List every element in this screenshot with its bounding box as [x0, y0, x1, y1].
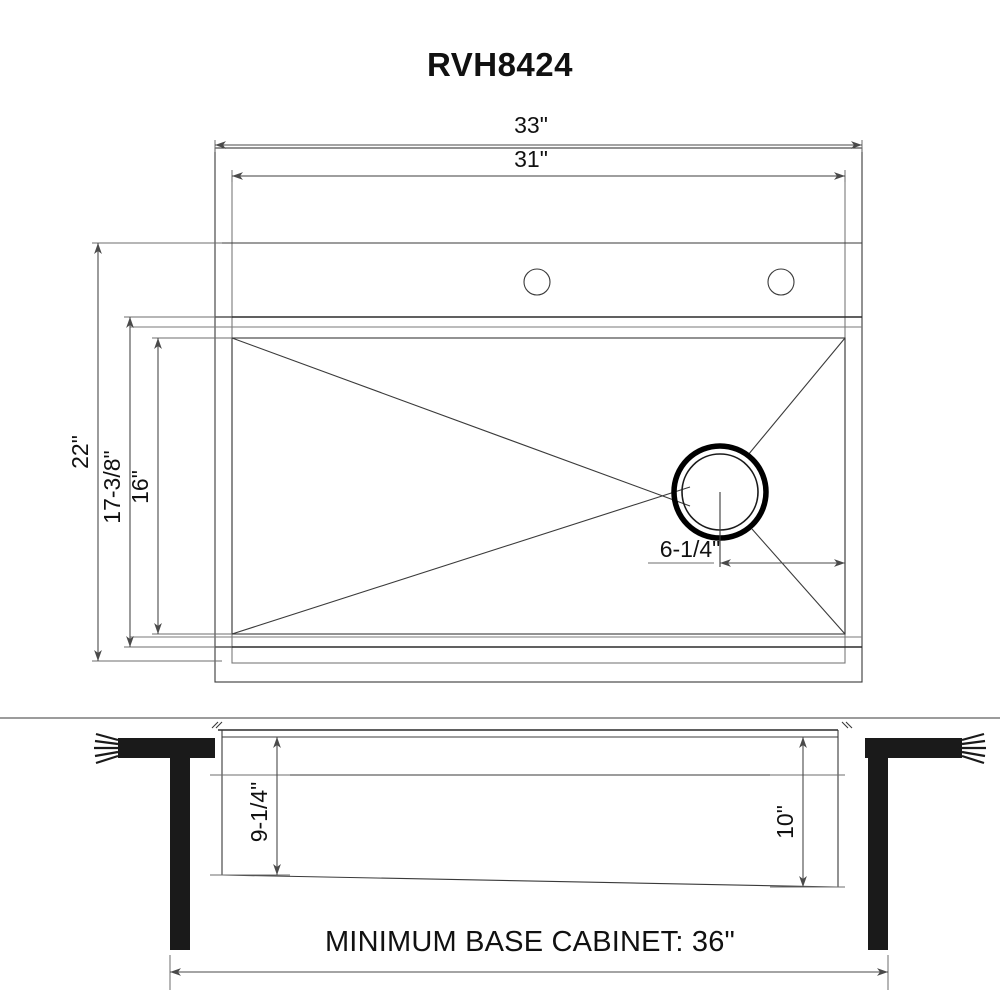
break-hatch-left: [94, 732, 119, 765]
sink-outer-rim: [214, 147, 863, 683]
base-cabinet-caption: MINIMUM BASE CABINET: 36": [325, 926, 735, 958]
break-hatch-right: [961, 732, 986, 765]
bowl-slope-top-right: [747, 337, 846, 456]
bowl-opening: [231, 337, 846, 635]
faucet-hole-right: [767, 268, 795, 296]
dim-label-31: 31": [514, 146, 548, 172]
elevation-view-group: 9-1/4" 10" MINIMUM BASE CABINET: 36": [0, 717, 1000, 990]
sink-inner-rim: [231, 175, 846, 664]
bowl-slope-bottom-left: [231, 486, 691, 635]
countertop-right-slab: [865, 738, 962, 758]
break-mark-right: [841, 721, 853, 729]
sink-section-bottom-slope: [221, 874, 839, 888]
faucet-hole-left: [523, 268, 551, 296]
bowl-slope-bottom-right: [751, 528, 846, 635]
top-view-dimensions: 33" 31" 22" 17-3/8" 16" 6-1/4": [67, 112, 863, 662]
dim-label-10: 10": [772, 805, 798, 839]
countertop-left-slab: [118, 738, 215, 758]
cabinet-wall-right: [868, 755, 888, 950]
top-view-group: [130, 147, 863, 683]
dim-label-drain-offset: 6-1/4": [660, 536, 721, 562]
cabinet-wall-left: [170, 755, 190, 950]
dim-label-9-1-4: 9-1/4": [246, 782, 272, 843]
dim-label-16: 16": [127, 470, 153, 504]
dim-label-33: 33": [514, 112, 548, 138]
dim-label-17-3-8: 17-3/8": [99, 450, 125, 523]
bowl-slope-top-left: [231, 337, 691, 507]
dim-label-22: 22": [67, 435, 93, 469]
break-mark-left: [211, 721, 223, 729]
page-title: RVH8424: [427, 46, 573, 83]
